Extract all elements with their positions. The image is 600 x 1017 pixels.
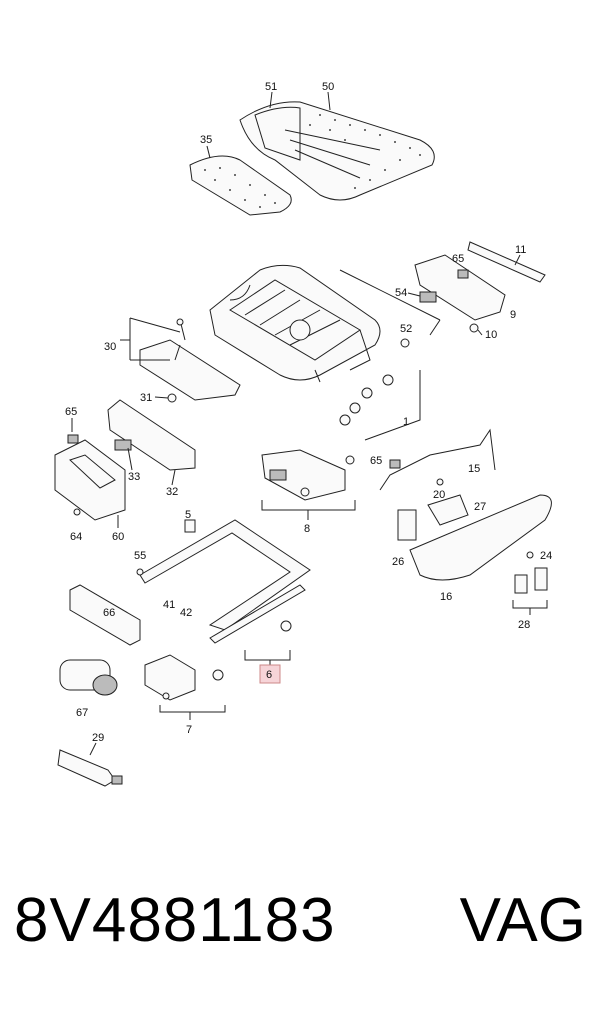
label-67: 67 [76,707,88,719]
side-trim-part [409,494,552,581]
label-64: 64 [70,531,82,543]
cylinder-motor-part [59,659,118,696]
label-10: 10 [485,329,497,341]
footer-bar: 8V4881183 VAG [0,885,600,975]
bracket-part [139,318,241,401]
label-28: 28 [518,619,530,631]
label-29: 29 [92,732,104,744]
label-6: 6 [266,669,272,681]
label-9: 9 [510,309,516,321]
label-32: 32 [166,486,178,498]
label-7: 7 [186,724,192,736]
side-panel-part [54,434,126,521]
motor-part [144,654,224,701]
label-60: 60 [112,531,124,543]
label-65-b: 65 [65,406,77,418]
grease-tube-part [57,749,123,787]
slide-rail-part [139,519,311,644]
label-50: 50 [322,81,334,93]
adjuster-part [414,254,506,333]
highlight-box-6 [259,664,281,684]
part-number: 8V4881183 [14,886,336,955]
label-66: 66 [103,607,115,619]
label-26: 26 [392,556,404,568]
label-65-a: 65 [452,253,464,265]
label-24: 24 [540,550,552,562]
screw-set-part [339,374,394,426]
label-11: 11 [515,244,526,256]
label-30: 30 [104,341,116,353]
parts-diagram: 51 50 35 11 65 54 9 10 52 [54,81,552,787]
label-51: 51 [265,81,277,93]
lower-bracket-part [69,584,141,646]
label-65-c: 65 [370,455,382,467]
motor-bracket-part [261,449,355,501]
switch-part [427,478,469,526]
label-55: 55 [134,550,146,562]
label-5: 5 [185,509,191,521]
label-41: 41 [163,599,175,611]
label-35: 35 [200,134,212,146]
connector-part [397,509,417,541]
label-16: 16 [440,591,452,603]
rail-part [467,241,546,283]
label-15: 15 [468,463,480,475]
label-20: 20 [433,489,445,501]
cushion-pad-part [189,155,292,216]
label-54: 54 [395,287,407,299]
label-8: 8 [304,523,310,535]
label-27: 27 [474,501,486,513]
brand-name: VAG [459,886,586,955]
label-42: 42 [180,607,192,619]
seat-frame-part [209,264,381,383]
label-31: 31 [140,392,152,404]
trim-cover-part [107,399,196,471]
label-52: 52 [400,323,412,335]
cable-part [379,428,496,491]
label-1: 1 [403,416,409,428]
seat-cushion-part [239,101,435,201]
label-33: 33 [128,471,140,483]
